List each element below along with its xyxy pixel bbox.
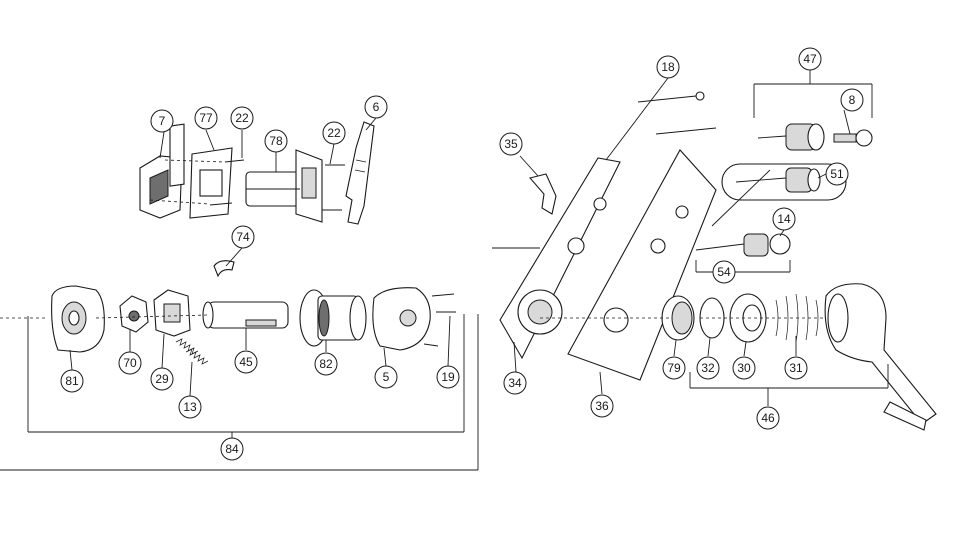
- part-47-cylinder: [757, 123, 825, 151]
- part-81-housing: [51, 285, 105, 353]
- callout-81: 81: [60, 369, 84, 393]
- callout-74: 74: [231, 225, 255, 249]
- part-8-key: [833, 129, 873, 147]
- svg-text:22: 22: [327, 126, 341, 140]
- svg-text:84: 84: [225, 442, 239, 456]
- part-14-cylinder: [695, 233, 791, 257]
- bracket-46: [689, 364, 889, 406]
- part-70-nut: [119, 295, 149, 333]
- callout-34: 34: [503, 371, 527, 395]
- svg-text:82: 82: [319, 357, 333, 371]
- svg-text:34: 34: [508, 376, 522, 390]
- part-13-springs: [175, 338, 209, 365]
- callout-5: 5: [374, 365, 398, 389]
- callout-7: 7: [150, 109, 174, 133]
- svg-text:7: 7: [159, 114, 166, 128]
- part-7-latch-box: [139, 123, 185, 219]
- callout-35: 35: [499, 132, 523, 156]
- part-78-latch-body: [245, 149, 323, 223]
- part-36-front-plate: [567, 149, 717, 381]
- callout-14: 14: [772, 207, 796, 231]
- svg-text:29: 29: [155, 372, 169, 386]
- svg-text:32: 32: [701, 361, 715, 375]
- svg-text:70: 70: [123, 356, 137, 370]
- part-19-screws: [423, 293, 456, 347]
- callout-19: 19: [436, 365, 460, 389]
- svg-text:46: 46: [761, 411, 775, 425]
- callout-46: 46: [756, 406, 780, 430]
- callout-6: 6: [364, 95, 388, 119]
- callout-78: 78: [264, 129, 288, 153]
- part-5-rosette: [372, 287, 431, 351]
- callout-77: 77: [194, 106, 218, 130]
- svg-text:74: 74: [236, 230, 250, 244]
- part-22-screws-left: [149, 159, 245, 206]
- callout-30: 30: [732, 356, 756, 380]
- part-18-screw: [637, 91, 717, 135]
- svg-text:6: 6: [373, 100, 380, 114]
- callout-79: 79: [662, 356, 686, 380]
- bracket-47: [753, 70, 873, 118]
- part-77-plate: [189, 147, 233, 219]
- callout-82: 82: [314, 352, 338, 376]
- leader-lines: [69, 77, 851, 397]
- callout-13: 13: [178, 395, 202, 419]
- svg-text:5: 5: [383, 370, 390, 384]
- svg-text:47: 47: [803, 52, 817, 66]
- lever-handle: [824, 283, 937, 431]
- svg-text:35: 35: [504, 137, 518, 151]
- callout-45: 45: [234, 350, 258, 374]
- callout-31: 31: [784, 356, 808, 380]
- part-34-back-plate: [499, 157, 621, 360]
- part-35-clip: [528, 173, 557, 215]
- svg-text:30: 30: [737, 361, 751, 375]
- svg-text:18: 18: [661, 60, 675, 74]
- svg-text:13: 13: [183, 400, 197, 414]
- svg-text:54: 54: [717, 265, 731, 279]
- svg-text:45: 45: [239, 355, 253, 369]
- callout-8: 8: [840, 88, 864, 112]
- callout-70: 70: [118, 351, 142, 375]
- svg-text:78: 78: [269, 134, 283, 148]
- callout-54: 54: [712, 260, 736, 284]
- callout-51: 51: [825, 162, 849, 186]
- callout-22a: 22: [230, 106, 254, 130]
- svg-text:81: 81: [65, 374, 79, 388]
- svg-text:31: 31: [789, 361, 803, 375]
- callout-29: 29: [150, 367, 174, 391]
- callout-32: 32: [696, 356, 720, 380]
- svg-text:51: 51: [830, 167, 844, 181]
- latch-assembly: [0, 121, 479, 471]
- svg-text:22: 22: [235, 111, 249, 125]
- part-82-rose: [299, 289, 367, 347]
- part-6-spanner: [345, 121, 375, 225]
- part-79-cover: [661, 295, 695, 341]
- part-29-cam: [153, 289, 191, 337]
- svg-text:19: 19: [441, 370, 455, 384]
- trim-assembly: [492, 70, 937, 431]
- part-45-spindle: [202, 301, 289, 329]
- callout-36: 36: [590, 394, 614, 418]
- svg-text:14: 14: [777, 212, 791, 226]
- callout-18: 18: [656, 55, 680, 79]
- callout-84: 84: [220, 437, 244, 461]
- part-22-screws-right: [322, 164, 345, 211]
- svg-text:79: 79: [667, 361, 681, 375]
- part-51-cylinder: [721, 163, 847, 201]
- svg-text:77: 77: [199, 111, 213, 125]
- bracket-54: [695, 260, 791, 273]
- svg-text:36: 36: [595, 399, 609, 413]
- svg-text:8: 8: [849, 93, 856, 107]
- callout-47: 47: [798, 47, 822, 71]
- bracket-84: [27, 314, 465, 438]
- callout-22b: 22: [322, 121, 346, 145]
- part-74-clip: [213, 260, 235, 278]
